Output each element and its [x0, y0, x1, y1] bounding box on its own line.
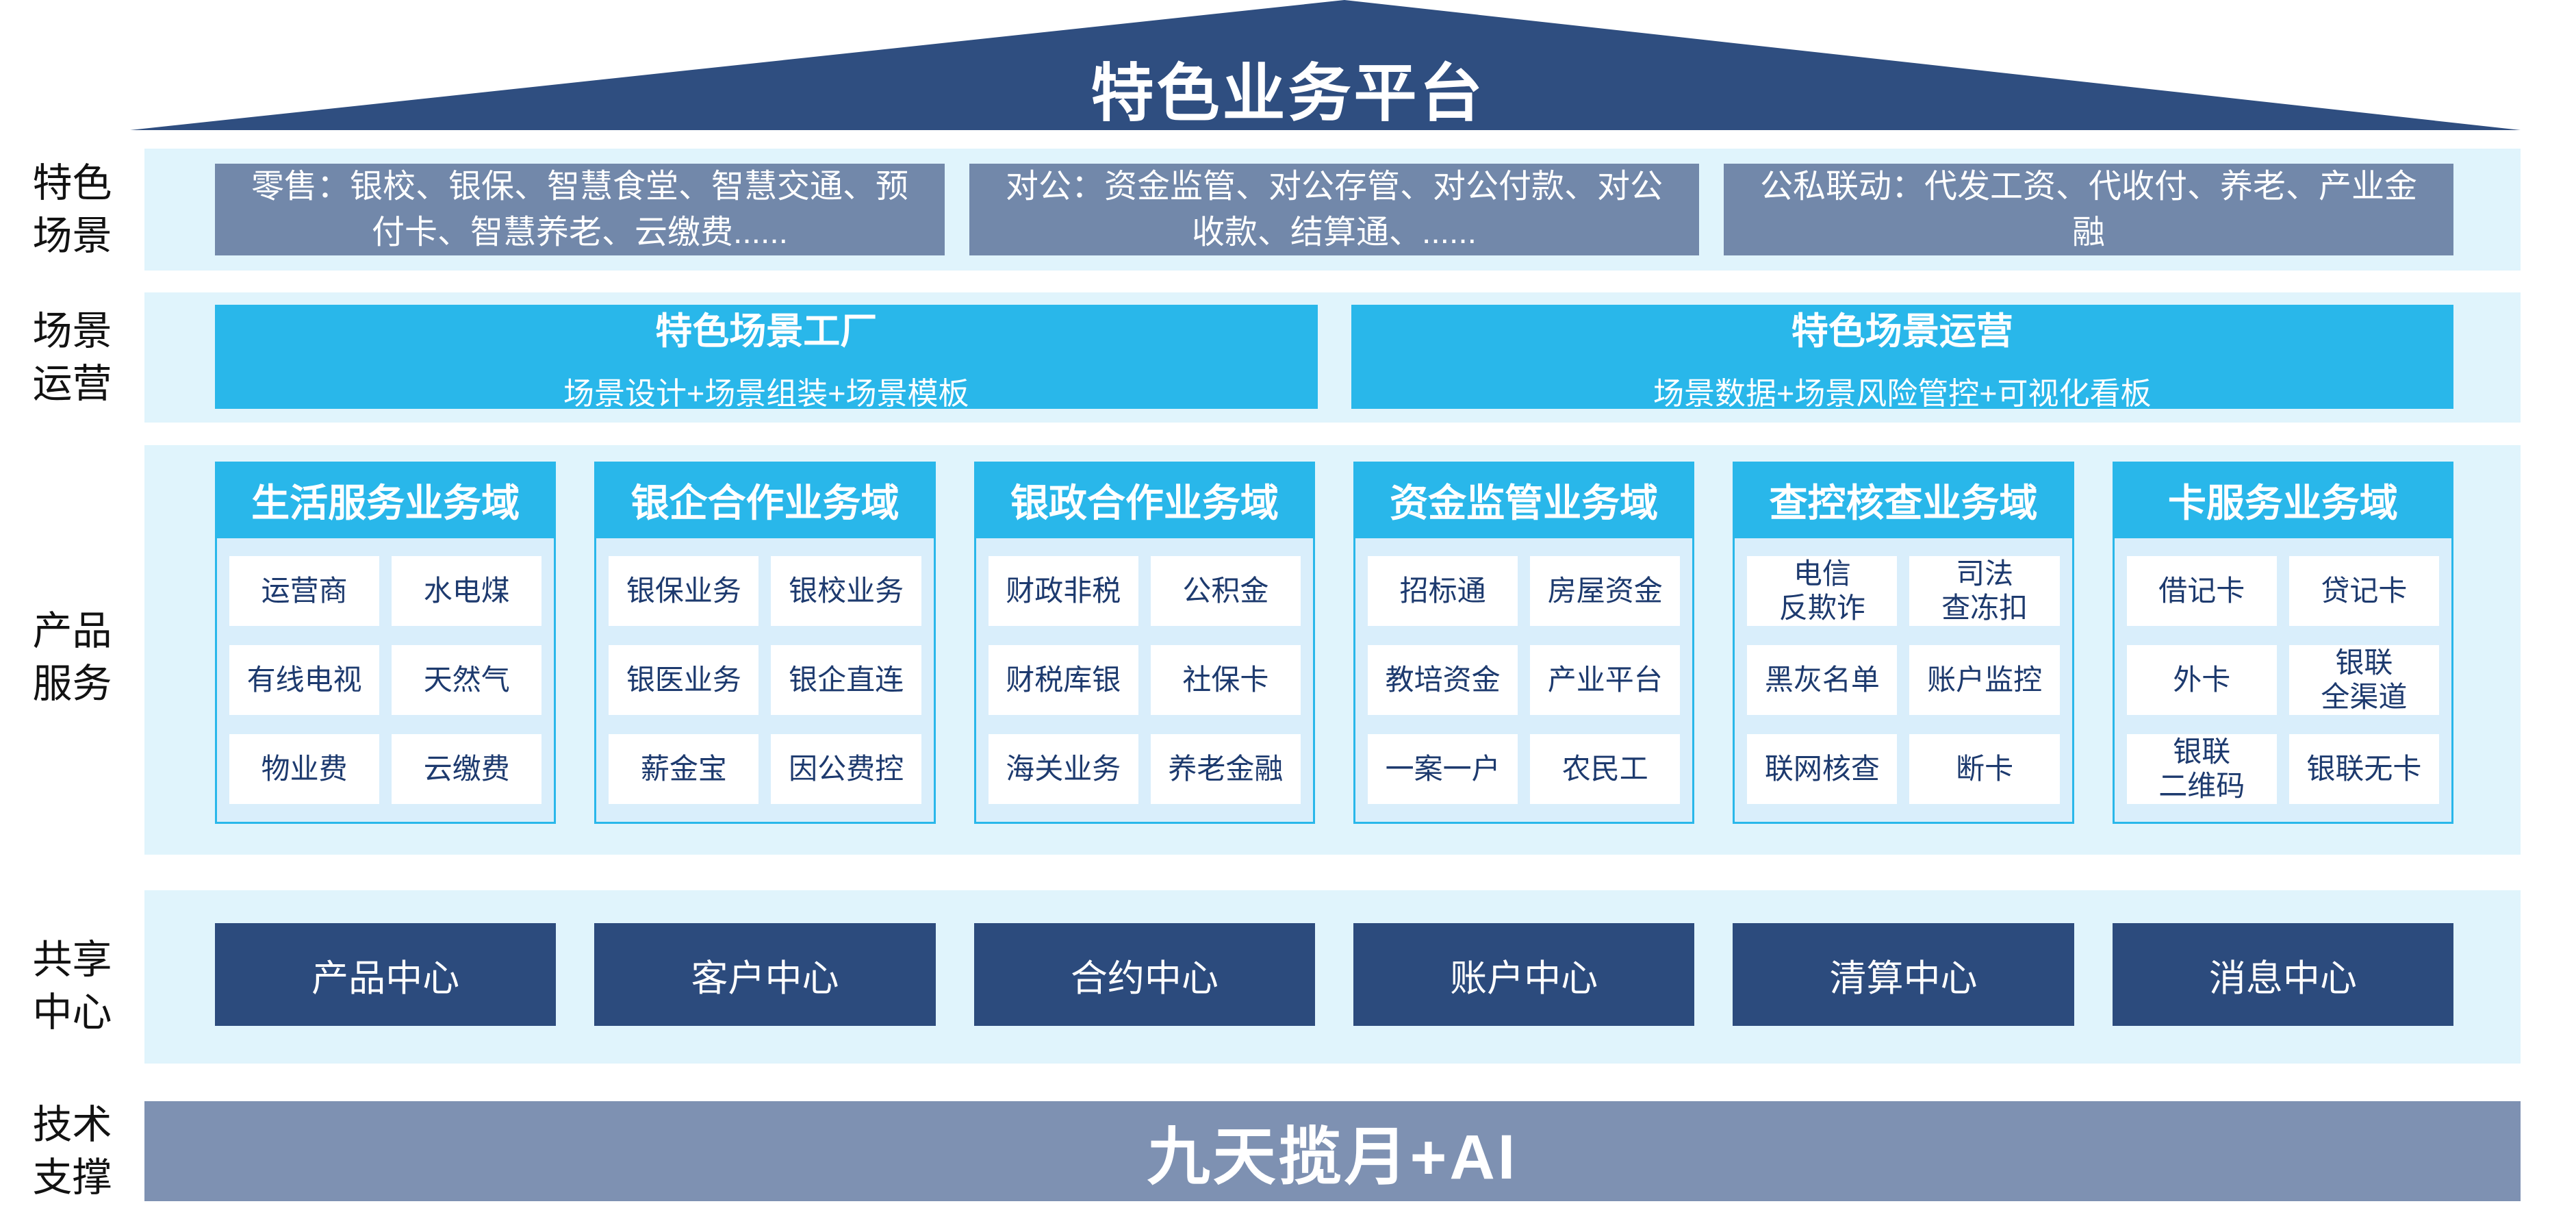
domain-body: 电信 反欺诈 司法 查冻扣 黑灰名单 账户监控 联网核查 断卡 [1733, 538, 2074, 824]
scene-factory-box: 特色场景工厂 场景设计+场景组装+场景模板 [215, 305, 1318, 411]
operation-band: 特色场景工厂 场景设计+场景组装+场景模板 特色场景运营 场景数据+场景风险管控… [144, 292, 2521, 423]
product-cell: 借记卡 [2126, 556, 2277, 626]
scene-band: 零售：银校、银保、智慧食堂、智慧交通、预付卡、智慧养老、云缴费...... 对公… [144, 149, 2521, 271]
domain-body: 财政非税 公积金 财税库银 社保卡 海关业务 养老金融 [973, 538, 1315, 824]
scene-factory-subtitle: 场景设计+场景组装+场景模板 [563, 376, 969, 411]
domain-column-inquiry-control: 查控核查业务域 电信 反欺诈 司法 查冻扣 黑灰名单 账户监控 联网核查 断卡 [1733, 462, 2074, 824]
domain-column-card-service: 卡服务业务域 借记卡 贷记卡 外卡 银联 全渠道 银联 二维码 银联无卡 [2112, 462, 2453, 824]
row-label-product: 产品 服务 [32, 609, 112, 706]
product-cell: 产业平台 [1530, 645, 1681, 715]
product-cell: 电信 反欺诈 [1747, 556, 1898, 626]
product-cell: 断卡 [1909, 734, 2060, 804]
product-cell: 教培资金 [1368, 645, 1518, 715]
domain-column-life-service: 生活服务业务域 运营商 水电煤 有线电视 天然气 物业费 云缴费 [215, 462, 557, 824]
operation-band-inner: 特色场景工厂 场景设计+场景组装+场景模板 特色场景运营 场景数据+场景风险管控… [215, 305, 2453, 411]
domain-header: 生活服务业务域 [215, 462, 557, 538]
product-cell: 银保业务 [609, 556, 759, 626]
domain-body: 借记卡 贷记卡 外卡 银联 全渠道 银联 二维码 银联无卡 [2112, 538, 2453, 824]
center-box-product: 产品中心 [215, 923, 557, 1026]
scene-box-public-private: 公私联动：代发工资、代收付、养老、产业金融 [1724, 164, 2453, 255]
product-cell: 贷记卡 [2288, 556, 2439, 626]
domain-header: 卡服务业务域 [2112, 462, 2453, 538]
scene-operation-box: 特色场景运营 场景数据+场景风险管控+可视化看板 [1351, 305, 2453, 411]
product-cell: 云缴费 [392, 734, 542, 804]
product-band: 生活服务业务域 运营商 水电煤 有线电视 天然气 物业费 云缴费 银企合作业务域… [144, 445, 2521, 855]
product-cell: 财税库银 [988, 645, 1138, 715]
product-cell: 农民工 [1530, 734, 1681, 804]
center-box-account: 账户中心 [1353, 923, 1695, 1026]
product-cell: 有线电视 [229, 645, 380, 715]
product-cell: 银联 二维码 [2126, 734, 2277, 804]
product-cell: 银联 全渠道 [2288, 645, 2439, 715]
domain-body: 银保业务 银校业务 银医业务 银企直连 薪金宝 因公费控 [594, 538, 936, 824]
scene-factory-title: 特色场景工厂 [655, 311, 878, 352]
domain-body: 招标通 房屋资金 教培资金 产业平台 一案一户 农民工 [1353, 538, 1695, 824]
scene-box-corporate: 对公：资金监管、对公存管、对公付款、对公收款、结算通、...... [969, 164, 1699, 255]
product-cell: 司法 查冻扣 [1909, 556, 2060, 626]
domain-body: 运营商 水电煤 有线电视 天然气 物业费 云缴费 [215, 538, 557, 824]
product-cell: 物业费 [229, 734, 380, 804]
center-box-customer: 客户中心 [594, 923, 936, 1026]
product-cell: 银联无卡 [2288, 734, 2439, 804]
scene-operation-subtitle: 场景数据+场景风险管控+可视化看板 [1653, 376, 2152, 411]
product-cell: 财政非税 [988, 556, 1138, 626]
row-label-scene: 特色 场景 [32, 161, 112, 258]
scene-band-inner: 零售：银校、银保、智慧食堂、智慧交通、预付卡、智慧养老、云缴费...... 对公… [215, 164, 2453, 255]
domain-header: 银政合作业务域 [973, 462, 1315, 538]
domain-header: 资金监管业务域 [1353, 462, 1695, 538]
product-cell: 招标通 [1368, 556, 1518, 626]
product-cell: 一案一户 [1368, 734, 1518, 804]
product-cell: 养老金融 [1150, 734, 1301, 804]
row-label-tech-support: 技术 支撑 [32, 1103, 112, 1200]
product-cell: 黑灰名单 [1747, 645, 1898, 715]
product-cell: 联网核查 [1747, 734, 1898, 804]
platform-title: 特色业务平台 [1091, 59, 1485, 129]
product-band-inner: 生活服务业务域 运营商 水电煤 有线电视 天然气 物业费 云缴费 银企合作业务域… [215, 462, 2453, 824]
domain-header: 查控核查业务域 [1733, 462, 2074, 538]
product-cell: 水电煤 [392, 556, 542, 626]
product-cell: 公积金 [1150, 556, 1301, 626]
domain-column-bank-enterprise: 银企合作业务域 银保业务 银校业务 银医业务 银企直连 薪金宝 因公费控 [594, 462, 936, 824]
center-box-contract: 合约中心 [973, 923, 1315, 1026]
product-cell: 账户监控 [1909, 645, 2060, 715]
scene-operation-title: 特色场景运营 [1791, 311, 2013, 352]
row-label-operation: 场景 运营 [32, 309, 112, 406]
product-cell: 银医业务 [609, 645, 759, 715]
product-cell: 银校业务 [771, 556, 921, 626]
product-cell: 外卡 [2126, 645, 2277, 715]
product-cell: 银企直连 [771, 645, 921, 715]
row-label-shared-center: 共享 中心 [32, 938, 112, 1035]
product-cell: 天然气 [392, 645, 542, 715]
product-cell: 因公费控 [771, 734, 921, 804]
center-box-clearing: 清算中心 [1733, 923, 2074, 1026]
domain-column-fund-supervision: 资金监管业务域 招标通 房屋资金 教培资金 产业平台 一案一户 农民工 [1353, 462, 1695, 824]
product-cell: 海关业务 [988, 734, 1138, 804]
product-cell: 运营商 [229, 556, 380, 626]
center-box-message: 消息中心 [2112, 923, 2453, 1026]
domain-header: 银企合作业务域 [594, 462, 936, 538]
scene-box-retail: 零售：银校、银保、智慧食堂、智慧交通、预付卡、智慧养老、云缴费...... [215, 164, 945, 255]
product-cell: 社保卡 [1150, 645, 1301, 715]
product-cell: 房屋资金 [1530, 556, 1681, 626]
domain-column-bank-government: 银政合作业务域 财政非税 公积金 财税库银 社保卡 海关业务 养老金融 [973, 462, 1315, 824]
shared-center-band-inner: 产品中心 客户中心 合约中心 账户中心 清算中心 消息中心 [215, 923, 2453, 1026]
shared-center-band: 产品中心 客户中心 合约中心 账户中心 清算中心 消息中心 [144, 890, 2521, 1064]
tech-support-banner: 九天揽月+AI [144, 1101, 2521, 1201]
product-cell: 薪金宝 [609, 734, 759, 804]
